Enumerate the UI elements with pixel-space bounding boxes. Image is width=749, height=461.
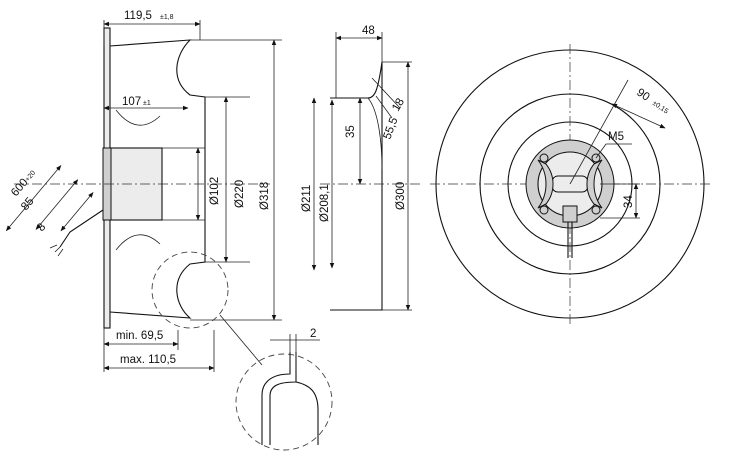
bolt-hole-br (591, 205, 601, 215)
angle-90-label: 90 (634, 87, 651, 104)
bolt-hole-tl (539, 153, 549, 163)
detail-marker-circle (151, 251, 229, 329)
dim-min-label: min. 69,5 (116, 330, 163, 342)
dim-18-label: 18 (390, 96, 407, 113)
dim-2-label: 2 (310, 328, 316, 340)
dim-300-label: Ø300 (395, 182, 407, 210)
cable-gland (562, 205, 578, 223)
cable-600-tolerance: +20 (24, 170, 37, 184)
detail-view: 2 (235, 328, 333, 451)
leader-18 (371, 77, 401, 109)
dim-211-label: Ø211 (301, 185, 313, 212)
blade-curve-upper (115, 109, 161, 126)
cable-dimensions (5, 165, 94, 232)
dim-119-label: 119,5 (124, 10, 152, 22)
detail-leader-line (219, 314, 263, 366)
dim-34-label: 34 (623, 195, 635, 208)
dim-119-tolerance: ±1,8 (160, 14, 174, 21)
cable-ends (49, 244, 64, 257)
impeller-blade-outline (109, 39, 206, 319)
angle-90-tolerance: ±0,15 (651, 100, 669, 116)
detail-profile-inner (269, 352, 297, 445)
angle-arm-1 (569, 79, 629, 185)
motor-label-left (537, 159, 554, 209)
dim-107-tolerance: ±1 (143, 100, 151, 107)
detail-profile-outer (261, 352, 291, 445)
dim-48-label: 48 (362, 25, 375, 37)
detail-profile-edge (295, 381, 319, 445)
side-inner-curve (367, 97, 383, 171)
angle-dim-line (611, 103, 666, 129)
dim-220-label: Ø220 (234, 180, 246, 208)
front-view: 119,5 ±1,8 107 ±1 Ø102 Ø220 Ø318 600 +20… (5, 10, 282, 372)
bolt-hole-bl (539, 205, 549, 215)
dim-107-label: 107 (122, 96, 141, 108)
dim-318-label: Ø318 (259, 182, 271, 210)
leader-55 (375, 95, 393, 119)
detail-circle (235, 353, 333, 451)
dim-max-label: max. 110,5 (120, 354, 176, 366)
m5-leader (595, 143, 607, 159)
motor-label-right (586, 159, 603, 209)
side-view: 48 18 55,5 35 Ø211 Ø208,1 Ø300 (301, 25, 420, 311)
cable-line (59, 209, 104, 248)
m5-label: M5 (608, 131, 624, 143)
blade-curve-lower (115, 234, 161, 251)
dim-102-label: Ø102 (209, 177, 221, 205)
side-profile (330, 61, 383, 311)
dim-208-label: Ø208,1 (319, 184, 331, 222)
dim-55-label: 55,5 (382, 116, 401, 141)
dim-35-label: 35 (345, 125, 357, 138)
top-view: 90 ±0,15 M5 34 (430, 44, 710, 324)
